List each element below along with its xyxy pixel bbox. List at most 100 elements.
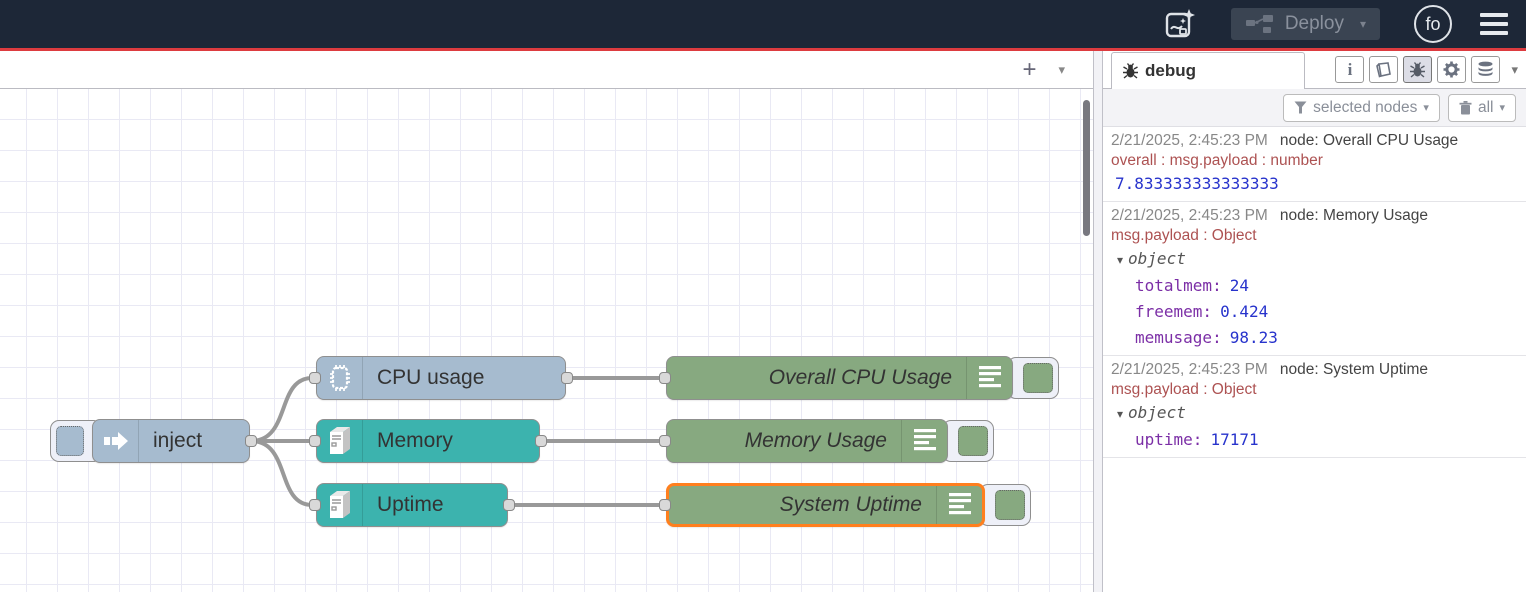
object-expander[interactable]: ▾object: [1111, 249, 1518, 269]
main-menu-icon[interactable]: [1480, 13, 1508, 35]
node-uptime[interactable]: Uptime: [316, 483, 508, 527]
debug-output-icon: [901, 420, 947, 462]
message-property-path: msg.payload : Object: [1111, 227, 1518, 245]
info-icon: i: [1348, 60, 1353, 80]
message-timestamp: 2/21/2025, 2:45:23 PM: [1111, 361, 1268, 378]
memory-output-port[interactable]: [535, 435, 547, 447]
node-label: Memory Usage: [667, 429, 901, 453]
deploy-label: Deploy: [1285, 13, 1344, 35]
clear-label: all: [1478, 99, 1494, 117]
debug-filter-bar: selected nodes ▾ all ▾: [1103, 89, 1526, 127]
flow-canvas[interactable]: inject: [0, 89, 1093, 592]
debug-message[interactable]: 2/21/2025, 2:45:23 PMnode: Overall CPU U…: [1103, 127, 1526, 202]
tab-context-button[interactable]: [1471, 56, 1500, 83]
node-debug-system-uptime[interactable]: System Uptime: [666, 483, 985, 527]
property-value: 98.23: [1230, 328, 1278, 347]
message-timestamp: 2/21/2025, 2:45:23 PM: [1111, 207, 1268, 224]
property-value: 24: [1230, 276, 1249, 295]
inject-output-port[interactable]: [245, 435, 257, 447]
node-cpu-usage[interactable]: CPU usage: [316, 356, 566, 400]
property-key: memusage:: [1135, 328, 1222, 347]
node-inject[interactable]: inject: [92, 419, 250, 463]
message-property-path: msg.payload : Object: [1111, 381, 1518, 399]
debug-output-icon: [966, 357, 1012, 399]
debug-toggle-button[interactable]: [1007, 357, 1059, 399]
property-value: 17171: [1210, 430, 1258, 449]
debug-message[interactable]: 2/21/2025, 2:45:23 PMnode: Memory Usage …: [1103, 202, 1526, 356]
tab-help-button[interactable]: [1369, 56, 1398, 83]
database-icon: [1477, 61, 1494, 78]
property-key: uptime:: [1135, 430, 1202, 449]
collapse-caret-icon[interactable]: ▾: [1117, 407, 1123, 421]
node-label: Overall CPU Usage: [667, 366, 966, 390]
gear-icon: [1443, 61, 1460, 78]
node-memory[interactable]: Memory: [316, 419, 540, 463]
property-value: 0.424: [1220, 302, 1268, 321]
filter-label: selected nodes: [1313, 99, 1417, 117]
object-property[interactable]: freemem: 0.424: [1111, 302, 1518, 321]
filter-selected-nodes-button[interactable]: selected nodes ▾: [1283, 94, 1440, 122]
sidebar-tab-bar: debug i: [1103, 51, 1526, 89]
flow-list-chevron-icon[interactable]: ▾: [1058, 62, 1065, 78]
collapse-caret-icon[interactable]: ▾: [1117, 253, 1123, 267]
message-value: 7.833333333333333: [1111, 174, 1518, 193]
uptime-output-port[interactable]: [503, 499, 515, 511]
flow-tab-bar: + ▾: [0, 51, 1093, 89]
cpu-output-port[interactable]: [561, 372, 573, 384]
deploy-button[interactable]: Deploy ▾: [1231, 8, 1380, 40]
object-type-label: object: [1128, 403, 1186, 422]
object-expander[interactable]: ▾ object: [1111, 403, 1518, 423]
debug-input-port[interactable]: [659, 499, 671, 511]
workspace: + ▾: [0, 51, 1526, 592]
app-header: Deploy ▾ fo: [0, 0, 1526, 48]
user-avatar[interactable]: fo: [1414, 5, 1452, 43]
message-node-name: node: Memory Usage: [1280, 207, 1428, 224]
cpu-input-port[interactable]: [309, 372, 321, 384]
debug-toggle-button[interactable]: [979, 484, 1031, 526]
tab-debug-button[interactable]: [1403, 56, 1432, 83]
debug-input-port[interactable]: [659, 372, 671, 384]
cpu-chip-icon: [317, 357, 363, 399]
property-key: freemem:: [1135, 302, 1212, 321]
debug-message-list[interactable]: 2/21/2025, 2:45:23 PM node: Overall CPU U…: [1103, 127, 1526, 592]
node-label: Memory: [363, 429, 539, 453]
server-tower-icon: [317, 420, 363, 462]
object-property[interactable]: memusage: 98.23: [1111, 328, 1518, 347]
clear-chevron-icon: ▾: [1499, 101, 1505, 114]
sidebar-toolbar: i: [1305, 56, 1526, 83]
flow-assistant-icon[interactable]: [1163, 7, 1197, 41]
tab-config-button[interactable]: [1437, 56, 1466, 83]
message-node-name: node: Overall CPU Usage: [1280, 132, 1458, 149]
debug-input-port[interactable]: [659, 435, 671, 447]
bug-icon: [1122, 63, 1139, 79]
debug-output-icon: [936, 486, 982, 524]
debug-toggle-button[interactable]: [942, 420, 994, 462]
book-icon: [1375, 62, 1392, 78]
clear-messages-button[interactable]: all ▾: [1448, 94, 1516, 122]
deploy-icon: [1245, 14, 1275, 34]
add-flow-button[interactable]: +: [1022, 58, 1036, 82]
bug-icon: [1409, 62, 1426, 78]
node-label: inject: [139, 429, 249, 453]
node-label: Uptime: [363, 493, 507, 517]
debug-sidebar: debug i: [1103, 51, 1526, 592]
node-debug-overall-cpu[interactable]: Overall CPU Usage: [666, 356, 1013, 400]
tab-debug[interactable]: debug: [1111, 52, 1305, 89]
sidebar-menu-chevron-icon[interactable]: ▾: [1511, 62, 1518, 78]
uptime-input-port[interactable]: [309, 499, 321, 511]
node-label: System Uptime: [669, 493, 936, 517]
object-property[interactable]: totalmem:24: [1111, 276, 1518, 295]
debug-message[interactable]: 2/21/2025, 2:45:23 PM node: System Uptime…: [1103, 356, 1526, 458]
memory-input-port[interactable]: [309, 435, 321, 447]
server-tower-icon: [317, 484, 363, 526]
node-debug-memory-usage[interactable]: Memory Usage: [666, 419, 948, 463]
deploy-chevron-icon[interactable]: ▾: [1360, 17, 1366, 31]
sidebar-resize-handle[interactable]: [1094, 51, 1103, 592]
canvas-vertical-scrollbar[interactable]: [1083, 100, 1090, 236]
funnel-icon: [1294, 101, 1307, 114]
message-node-name: node: System Uptime: [1280, 361, 1428, 378]
object-property[interactable]: uptime: 17171: [1111, 430, 1518, 449]
tab-info-button[interactable]: i: [1335, 56, 1364, 83]
filter-chevron-icon: ▾: [1423, 101, 1429, 114]
canvas-pane: + ▾: [0, 51, 1094, 592]
